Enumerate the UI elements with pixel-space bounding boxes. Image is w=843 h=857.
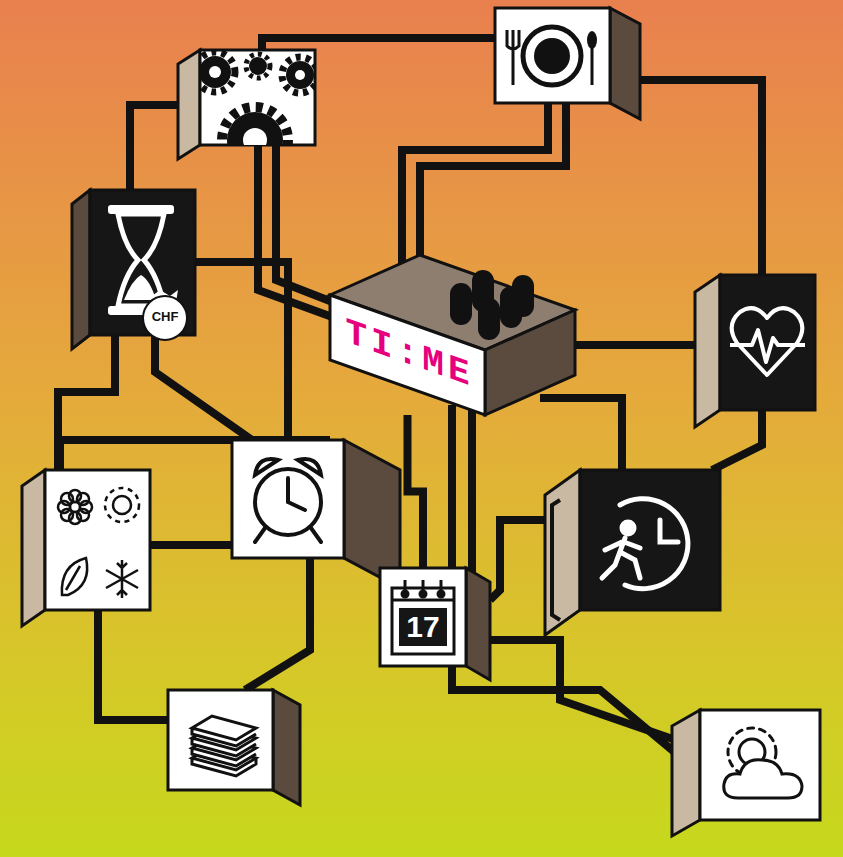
heart-box bbox=[720, 275, 815, 410]
wire bbox=[195, 262, 288, 445]
wire bbox=[490, 520, 545, 600]
box-side bbox=[695, 275, 720, 427]
wire bbox=[58, 335, 115, 475]
wire bbox=[452, 405, 690, 765]
knobs bbox=[450, 270, 534, 340]
calendar-box: 17 bbox=[380, 568, 466, 666]
wire bbox=[540, 398, 622, 472]
box-side bbox=[466, 568, 490, 680]
gear-icon bbox=[200, 52, 315, 145]
books-icon bbox=[192, 716, 256, 776]
seasons-icon bbox=[58, 488, 139, 598]
wire bbox=[712, 410, 762, 470]
bracket bbox=[552, 500, 560, 620]
box-side bbox=[72, 190, 90, 349]
calendar-day: 17 bbox=[399, 608, 446, 646]
box-side bbox=[672, 710, 700, 836]
box-side bbox=[344, 440, 400, 588]
box-side bbox=[273, 690, 300, 805]
box-side bbox=[22, 470, 45, 626]
wires bbox=[58, 38, 762, 765]
alarm-clock-icon bbox=[255, 459, 321, 542]
wire bbox=[420, 100, 566, 266]
weather-icon bbox=[724, 728, 802, 798]
wire-connector bbox=[408, 415, 424, 568]
wire bbox=[245, 558, 310, 690]
running-box bbox=[580, 470, 720, 610]
running-clock-icon bbox=[602, 499, 688, 589]
lcd-text: TI:ME bbox=[332, 307, 487, 403]
box-side bbox=[178, 50, 200, 159]
wire bbox=[150, 541, 240, 549]
wire bbox=[258, 140, 335, 318]
wire bbox=[155, 335, 252, 440]
hourglass-icon bbox=[108, 205, 187, 340]
weather-box bbox=[700, 710, 820, 820]
alarm-box bbox=[232, 440, 344, 558]
calendar-box bbox=[380, 568, 466, 666]
calendar-icon bbox=[392, 580, 454, 654]
plate-icon bbox=[507, 27, 597, 85]
currency-label: CHF bbox=[145, 309, 185, 324]
wire bbox=[570, 341, 705, 349]
heart-icon bbox=[730, 308, 805, 375]
dining-box bbox=[495, 8, 610, 103]
books-box bbox=[168, 690, 273, 790]
box-side bbox=[610, 8, 640, 119]
hourglass-box: CHF bbox=[90, 190, 195, 335]
seasons-box bbox=[45, 470, 150, 610]
time-display-box: TI:ME bbox=[330, 290, 485, 415]
wire bbox=[625, 80, 762, 280]
box-side bbox=[545, 470, 580, 635]
wire bbox=[98, 610, 168, 720]
